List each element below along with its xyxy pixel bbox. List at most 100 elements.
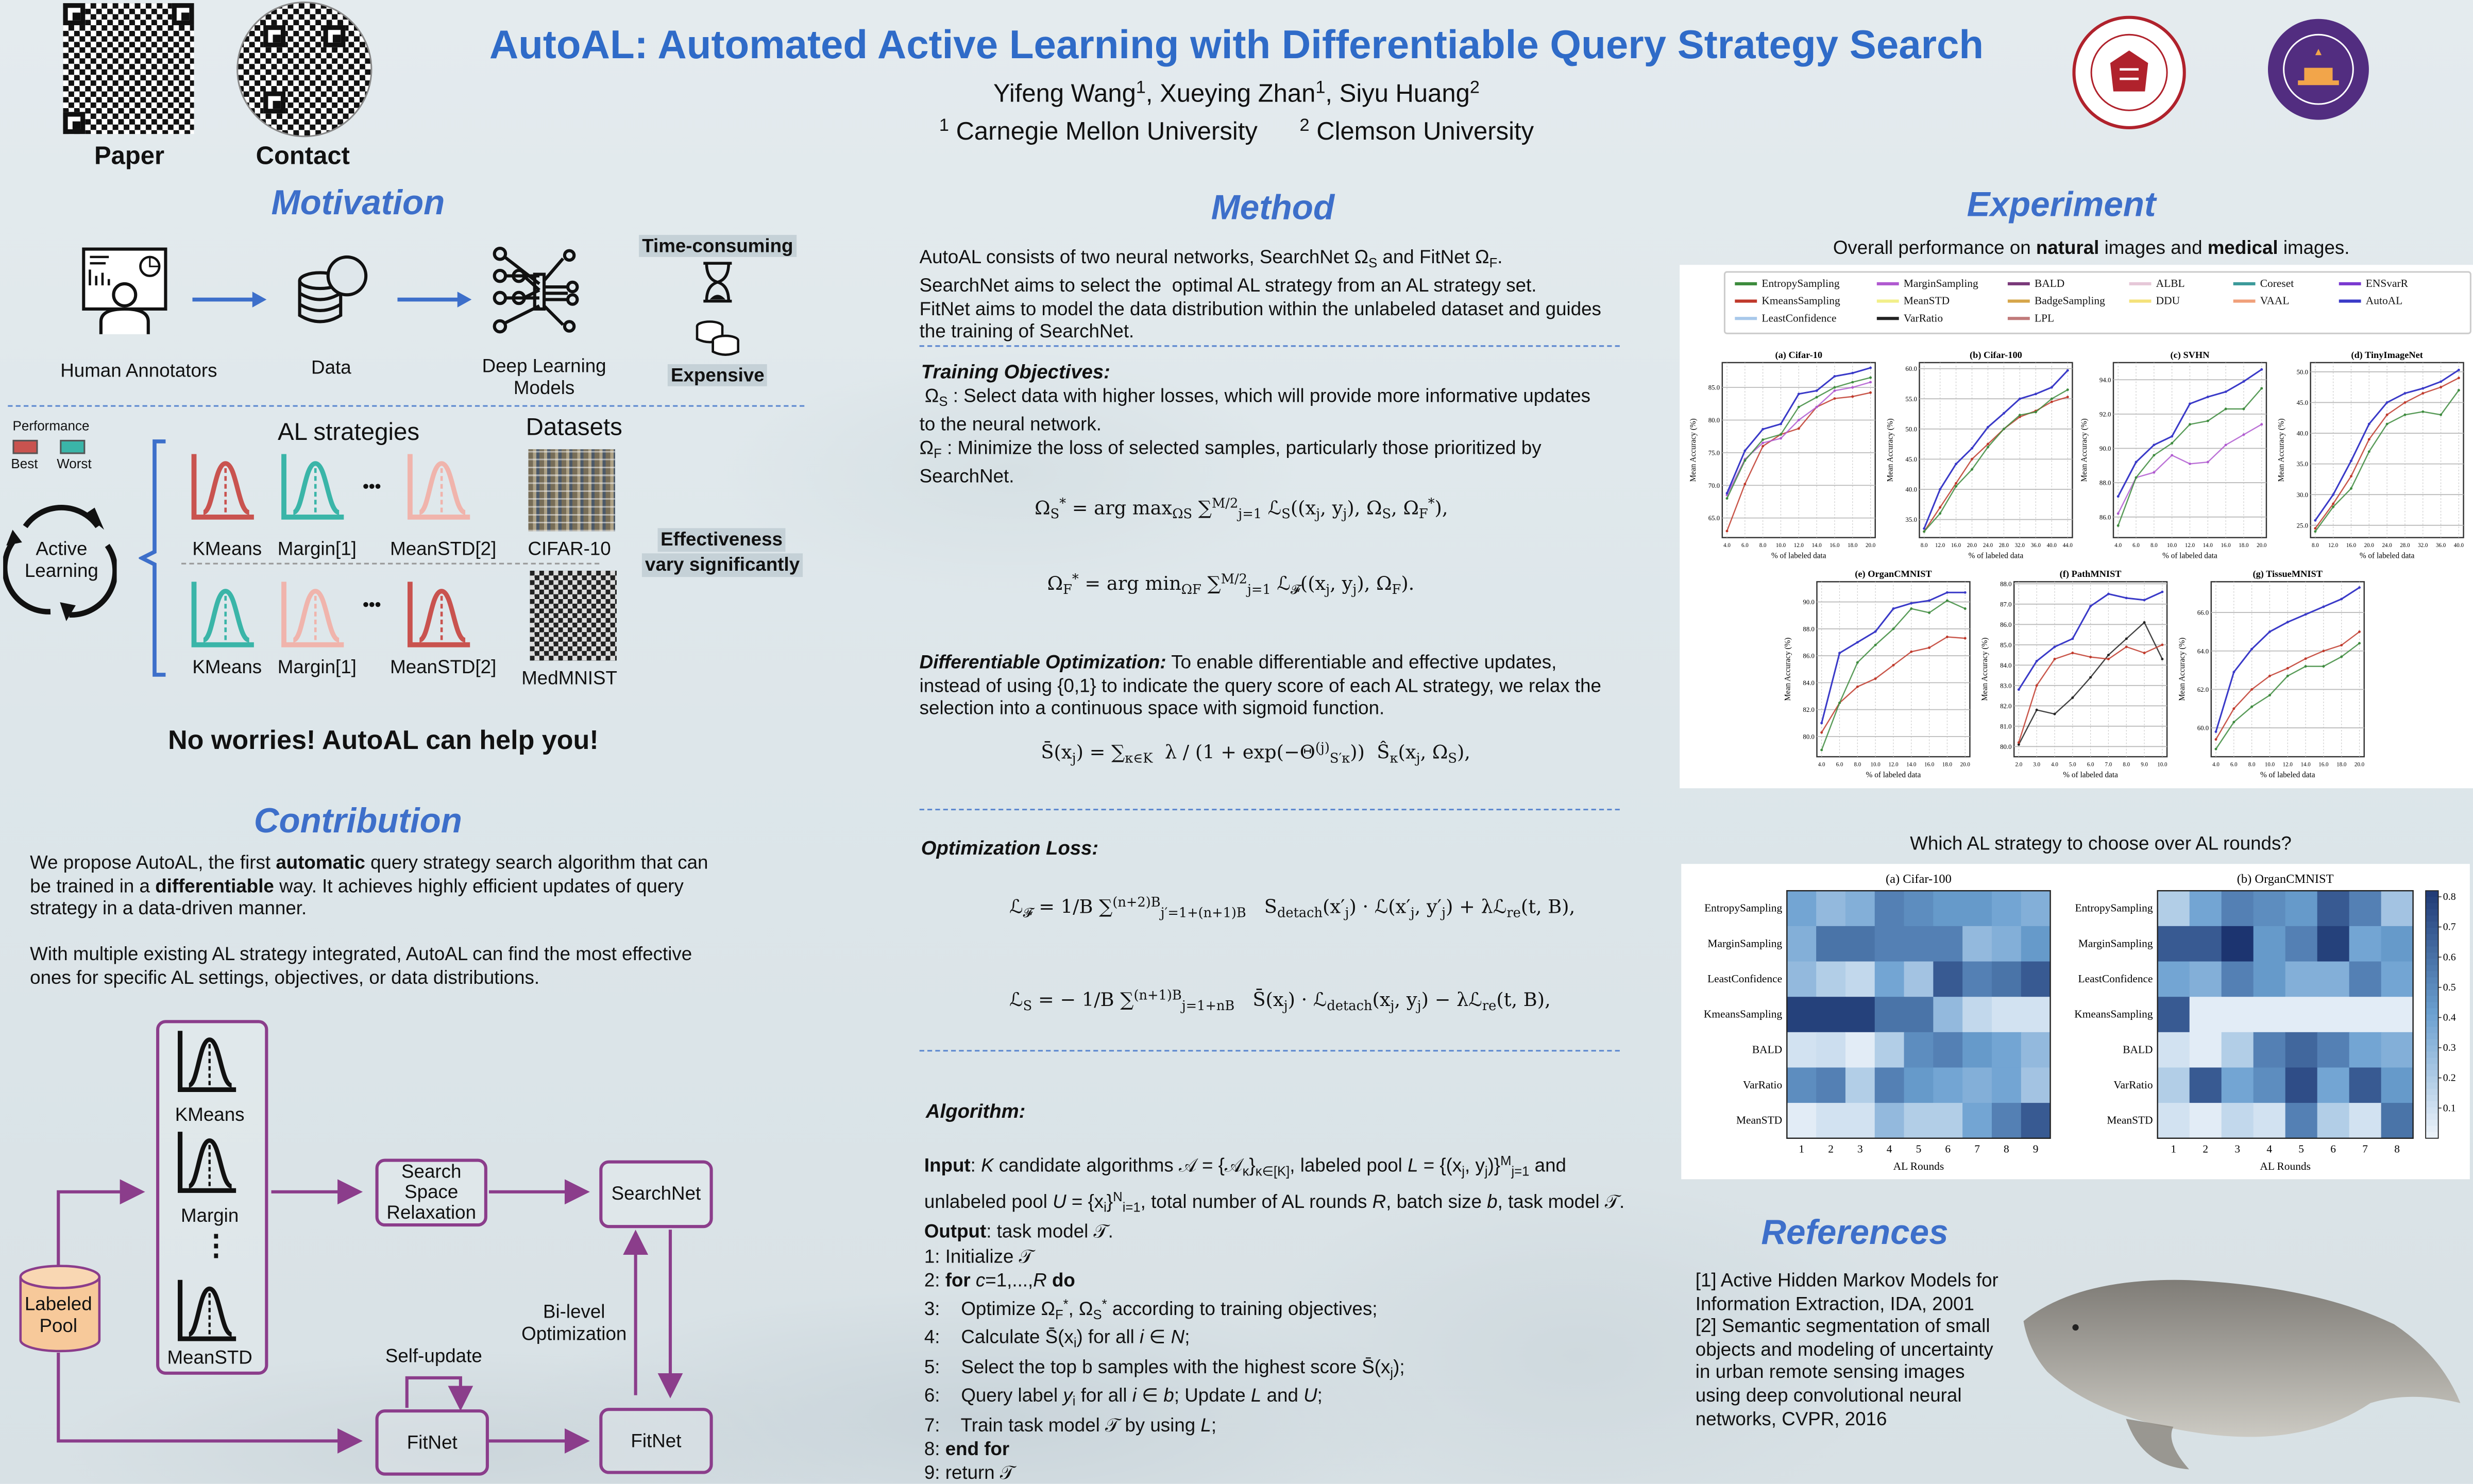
data-point: [2018, 397, 2021, 400]
data-point: [1874, 643, 1877, 646]
data-point: [2268, 694, 2271, 697]
data-point: [2017, 741, 2020, 744]
heatmap-cell: [2253, 926, 2286, 962]
data-point: [1971, 447, 1973, 450]
text-segment: re: [1506, 904, 1521, 920]
text-segment: κ: [1242, 1163, 1249, 1179]
text-segment: query strategy search algorithm that can: [365, 851, 708, 874]
heatmap-cell: [1816, 961, 1846, 998]
legend-item: LeastConfidence: [1735, 312, 1837, 325]
text-segment: F: [1063, 581, 1072, 598]
text-segment: 1: [1315, 79, 1326, 98]
legend-item: DDU: [2129, 295, 2180, 308]
text-segment: Clemson University: [1309, 119, 1534, 146]
contact-qr-code[interactable]: [236, 2, 372, 138]
heatmap-cell: [1874, 926, 1905, 962]
strategy-label: KMeans: [175, 1103, 245, 1126]
experiment-heading: Experiment: [1967, 184, 2156, 224]
text-segment: κ: [1390, 749, 1398, 766]
y-axis-label: Mean Accuracy (%): [1783, 638, 1792, 701]
heatmap-cell: [2221, 1032, 2254, 1068]
labeled-pool-cylinder: [19, 1265, 101, 1353]
text-segment: ones for specific AL settings, objective…: [30, 965, 540, 988]
heatmap-cell: [2285, 891, 2318, 927]
text-segment: , total number of AL rounds: [1140, 1190, 1373, 1213]
heatmap-cell: [2317, 961, 2350, 998]
colorbar-segment: [2426, 1095, 2438, 1102]
x-tick-label: 12.0: [2185, 542, 2195, 549]
data-point: [2018, 414, 2021, 417]
strategy-label: Margin[1]: [277, 656, 357, 678]
data-point: [2250, 705, 2254, 708]
col-label: 4: [2266, 1142, 2272, 1155]
data-point: [2250, 647, 2254, 651]
text-segment: y: [1063, 1385, 1073, 1407]
text-segment: R: [1372, 1190, 1386, 1213]
text-segment: ) − λℒ: [1421, 988, 1482, 1011]
x-tick-label: 4.0: [2114, 542, 2122, 549]
text-segment: , Ω: [1068, 1297, 1093, 1320]
text-segment: Input: [924, 1154, 971, 1176]
heatmap-cell: [1933, 1103, 1963, 1139]
data-point: [2053, 645, 2056, 649]
y-tick-label: 85.0: [2000, 641, 2011, 649]
data-point: [2340, 644, 2343, 647]
distribution-curve-icon: [408, 582, 470, 647]
cifar10-sample-grid: [528, 449, 615, 532]
heatmap-cell: [2381, 1103, 2414, 1139]
colorbar-segment: [2426, 891, 2438, 898]
heatmap-cell: [2189, 891, 2222, 927]
col-label: 3: [2234, 1142, 2240, 1155]
x-tick-label: 6.0: [2132, 542, 2140, 549]
legend-label: BadgeSampling: [2034, 295, 2105, 308]
text-segment: ) + λℒ: [1446, 895, 1507, 918]
heatmap-cell: [1962, 891, 1992, 927]
text-segment: detach: [1277, 904, 1323, 920]
text-segment: ℒ: [1262, 497, 1282, 519]
text-segment: Ω: [1047, 572, 1063, 595]
text-segment: 1: [939, 116, 949, 136]
heatmap-cell: [2349, 997, 2382, 1033]
y-tick-label: 50.0: [2297, 368, 2308, 376]
colorbar-segment: [2426, 1132, 2438, 1139]
text-segment: candidate algorithms 𝒜 = {𝒜: [993, 1154, 1243, 1176]
text-line: 7: Train task model 𝒯 by using L;: [924, 1413, 1405, 1437]
text-segment: j: [1352, 581, 1357, 598]
data-point: [1923, 527, 1926, 530]
legend-line-icon: [2007, 282, 2030, 285]
colorbar-segment: [2426, 1113, 2438, 1120]
distribution-curve-icon: [281, 454, 344, 520]
data-point: [1761, 445, 1765, 448]
x-tick-label: 40.0: [2454, 542, 2464, 549]
data-point: [2242, 380, 2245, 383]
heatmap-cell: [1874, 961, 1905, 998]
heatmap-cell: [1845, 1067, 1875, 1104]
col-label: 6: [2330, 1142, 2336, 1155]
data-point: [1945, 599, 1949, 602]
data-point: [1761, 428, 1765, 431]
y-tick-label: 45.0: [1905, 456, 1917, 463]
col-label: 8: [2394, 1142, 2400, 1155]
paper-qr-code[interactable]: [63, 3, 194, 134]
text-segment: way. It achieves highly efficient update…: [274, 874, 684, 897]
worst-label: Worst: [57, 455, 92, 472]
text-segment: F: [1418, 505, 1428, 522]
legend-line-icon: [2007, 299, 2030, 303]
heatmap-cell: [1904, 1067, 1934, 1104]
data-point: [2153, 454, 2156, 457]
affiliations: 1 Carnegie Mellon University 2 Clemson U…: [939, 116, 1534, 147]
heatmap-cell: [1962, 1032, 1992, 1068]
data-point: [2350, 459, 2352, 463]
data-point: [1955, 463, 1958, 466]
x-tick-label: 14.0: [2300, 761, 2311, 767]
y-tick-label: 82.0: [1803, 706, 1814, 713]
text-segment: j=1: [1238, 505, 1262, 522]
text-segment: ) = ∑: [1076, 741, 1125, 763]
data-point: [1851, 386, 1854, 389]
text-segment: 𝓕: [1290, 581, 1300, 598]
data-point: [1815, 405, 1818, 408]
text-segment: Yifeng Wang: [993, 81, 1136, 108]
data-point: [2332, 493, 2335, 496]
heatmap-title: (a) Cifar-100: [1886, 872, 1952, 886]
